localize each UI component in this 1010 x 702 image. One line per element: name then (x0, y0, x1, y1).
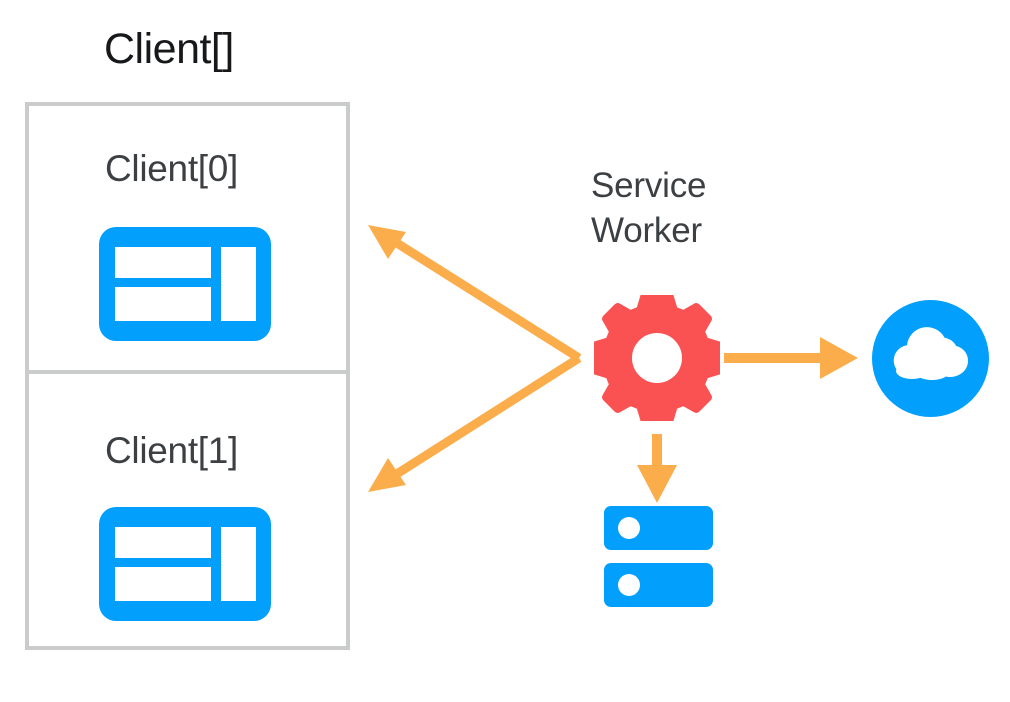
server-rack-top (604, 506, 713, 550)
arrow-service-worker-to-storage (637, 434, 677, 503)
service-worker-label: Service Worker (591, 166, 707, 251)
browser-pane-bottom-left (115, 287, 211, 321)
browser-pane-top-left (115, 527, 211, 558)
arrow-service-worker-to-cloud (724, 337, 858, 379)
cloud-icon (872, 300, 989, 417)
client-0-label: Client[0] (105, 148, 239, 189)
browser-pane-right (221, 527, 256, 601)
clients-container (25, 102, 350, 650)
browser-window-icon (99, 227, 271, 341)
server-led (618, 574, 640, 596)
browser-pane-right (221, 247, 256, 321)
clients-divider (25, 370, 350, 374)
server-icon (604, 506, 713, 607)
browser-window-icon (99, 507, 271, 621)
server-led (618, 517, 640, 539)
server-rack-bottom (604, 563, 713, 607)
page-title: Client[] (104, 25, 234, 73)
browser-pane-bottom-left (115, 567, 211, 601)
browser-pane-top-left (115, 247, 211, 278)
arrow-service-worker-to-client-0 (368, 225, 582, 362)
arrow-service-worker-to-client-1 (368, 354, 582, 492)
client-1-label: Client[1] (105, 430, 239, 471)
gear-icon (594, 295, 720, 421)
